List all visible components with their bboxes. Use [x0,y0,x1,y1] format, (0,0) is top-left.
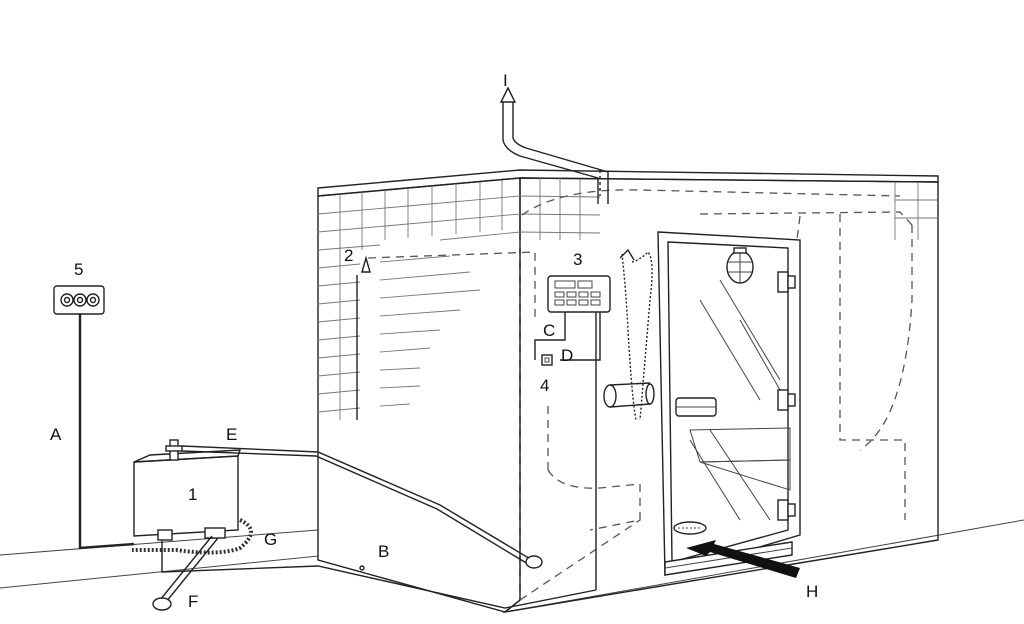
steam-pipe-e [181,445,543,569]
label-2: 2 [344,246,353,265]
grab-bar [603,382,655,408]
label-1: 1 [188,485,197,504]
label-a: A [50,425,62,444]
control-panel [534,275,611,590]
label-g: G [264,530,277,549]
cable-b [161,540,597,609]
glass-door [657,231,801,576]
label-c: C [543,321,555,340]
water-supply-f [152,535,219,611]
label-4: 4 [540,376,549,395]
wall-tiles [317,178,938,420]
label-b: B [378,542,389,561]
shower-hose [619,248,653,421]
drain-hose-g [132,518,253,555]
steam-generator [133,439,241,541]
label-d: D [561,346,573,365]
label-5: 5 [74,260,83,279]
steam-outlet-pipe [499,86,609,204]
temperature-sensor [356,251,536,420]
label-3: 3 [573,250,582,269]
label-e: E [226,425,237,444]
label-f: F [188,592,198,611]
steam-cabin [317,169,939,614]
junction-box [53,285,105,315]
label-i: I [503,71,508,90]
arrow-h [686,540,800,578]
switch [541,354,553,366]
cable-a [78,314,135,550]
label-h: H [806,582,818,601]
